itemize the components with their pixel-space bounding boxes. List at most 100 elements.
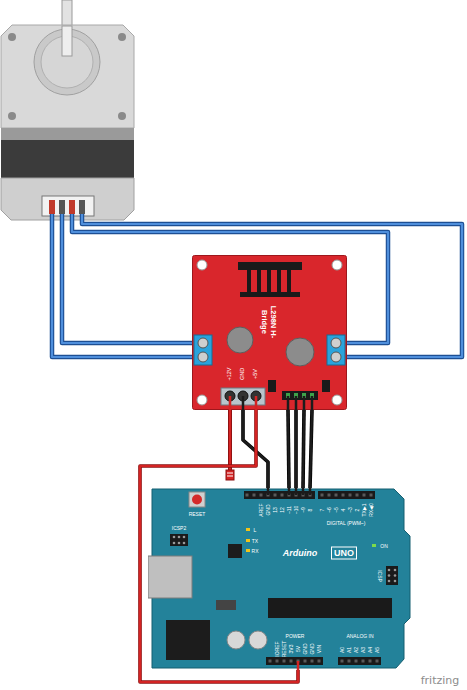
mount-hole <box>8 33 16 41</box>
pin-hole <box>253 494 256 497</box>
reset-button <box>189 492 205 507</box>
jumper-wire <box>288 410 289 488</box>
pin-hole <box>370 494 373 497</box>
icsp2-header <box>170 534 188 546</box>
board-label: GND <box>303 643 308 654</box>
board-label: RESET <box>189 512 206 517</box>
board-label: A0 <box>340 647 345 653</box>
board-label: 4 <box>341 509 346 512</box>
board-label: 8 <box>308 509 313 512</box>
board-label: ICSP <box>377 570 382 582</box>
pin-holes <box>246 494 379 663</box>
wire-core <box>310 410 312 488</box>
board-label: GND <box>240 368 246 380</box>
power-jack <box>166 620 210 660</box>
pin-hole <box>341 660 344 663</box>
motor-connector <box>42 196 94 216</box>
board-label: 2 <box>355 509 360 512</box>
led <box>372 544 376 547</box>
board-label: L <box>254 528 257 533</box>
pin-hole <box>335 494 338 497</box>
board-label: VIN <box>317 645 322 653</box>
board-label: +12V <box>227 368 233 381</box>
jumper-header <box>268 380 330 392</box>
mount-hole <box>118 33 126 41</box>
motor-stator <box>1 140 134 178</box>
board-label: RESET <box>282 641 287 658</box>
capacitor <box>249 631 267 649</box>
jumper-wire <box>303 410 304 488</box>
wire-outline <box>288 410 289 488</box>
wire-stubs <box>230 396 312 410</box>
arduino-uno-board: RESETICSP2LTXRXArduinoUNOONICSPAREFGND13… <box>148 488 412 670</box>
mount-hole <box>8 112 16 120</box>
board-label: IOREF <box>275 641 280 656</box>
pin-hole <box>281 494 284 497</box>
wire-core <box>303 410 304 488</box>
board-label: TX <box>252 539 258 544</box>
lead-end <box>226 470 234 480</box>
pin-hole <box>276 660 279 663</box>
motor-band <box>1 128 134 140</box>
board-label: L298N H-Bridge <box>259 299 276 345</box>
board-label: ~9 <box>301 507 306 513</box>
pin-hole <box>290 660 293 663</box>
pin-hole <box>260 494 263 497</box>
jumper-wire <box>296 410 297 488</box>
board-label: POWER <box>286 634 305 639</box>
board-label: ~11 <box>287 506 292 514</box>
board-label: 7 <box>320 509 325 512</box>
board-label: 5V <box>296 646 301 652</box>
board-label: A1 <box>347 647 352 653</box>
pin-hole <box>269 660 272 663</box>
pin-hole <box>321 494 324 497</box>
board-label: TX▶1 <box>362 503 367 516</box>
usb-socket <box>148 556 192 598</box>
board-label: A5 <box>375 647 380 653</box>
board-label: 3V3 <box>289 645 294 654</box>
board-label: GND <box>310 643 315 654</box>
mount-hole <box>332 260 342 270</box>
watermark: fritzing <box>421 675 460 686</box>
heatsink <box>238 262 302 297</box>
pin-hole <box>369 660 372 663</box>
motor-terminal <box>194 335 212 365</box>
board-label: AREF <box>259 503 264 516</box>
pin-hole <box>363 494 366 497</box>
capacitor <box>286 338 314 366</box>
l298n-driver-board: L298N H-Bridge+12VGND+5V <box>192 255 347 410</box>
connector-pin <box>69 200 75 214</box>
board-body <box>193 256 347 410</box>
motor-front-plate <box>1 25 134 128</box>
motor-back-plate <box>1 178 134 220</box>
icsp-header <box>386 566 398 585</box>
mount-hole <box>197 395 207 405</box>
board-label: ~6 <box>327 507 332 513</box>
motor-terminal <box>327 335 345 365</box>
pin-hole <box>318 660 321 663</box>
wire-core <box>288 410 289 488</box>
board-label: 12 <box>280 507 285 513</box>
pin-hole <box>328 494 331 497</box>
pin-hole <box>355 660 358 663</box>
board-label: ~5 <box>334 507 339 513</box>
pin-hole <box>304 660 307 663</box>
pin-hole <box>342 494 345 497</box>
led <box>246 549 250 552</box>
microcontroller <box>268 598 392 618</box>
board-label: UNO <box>331 547 357 560</box>
wire-outline <box>310 410 312 488</box>
pin-hole <box>376 660 379 663</box>
led <box>246 528 250 531</box>
stepper-motor <box>1 0 134 220</box>
board-label: RX◀0 <box>369 503 374 517</box>
pin-hole <box>283 660 286 663</box>
connector-pin <box>59 200 65 214</box>
led <box>246 539 250 542</box>
board-label: A3 <box>361 647 366 653</box>
usb-chip <box>228 544 242 558</box>
wire-stubs <box>268 488 310 670</box>
board-label: RX <box>252 549 259 554</box>
